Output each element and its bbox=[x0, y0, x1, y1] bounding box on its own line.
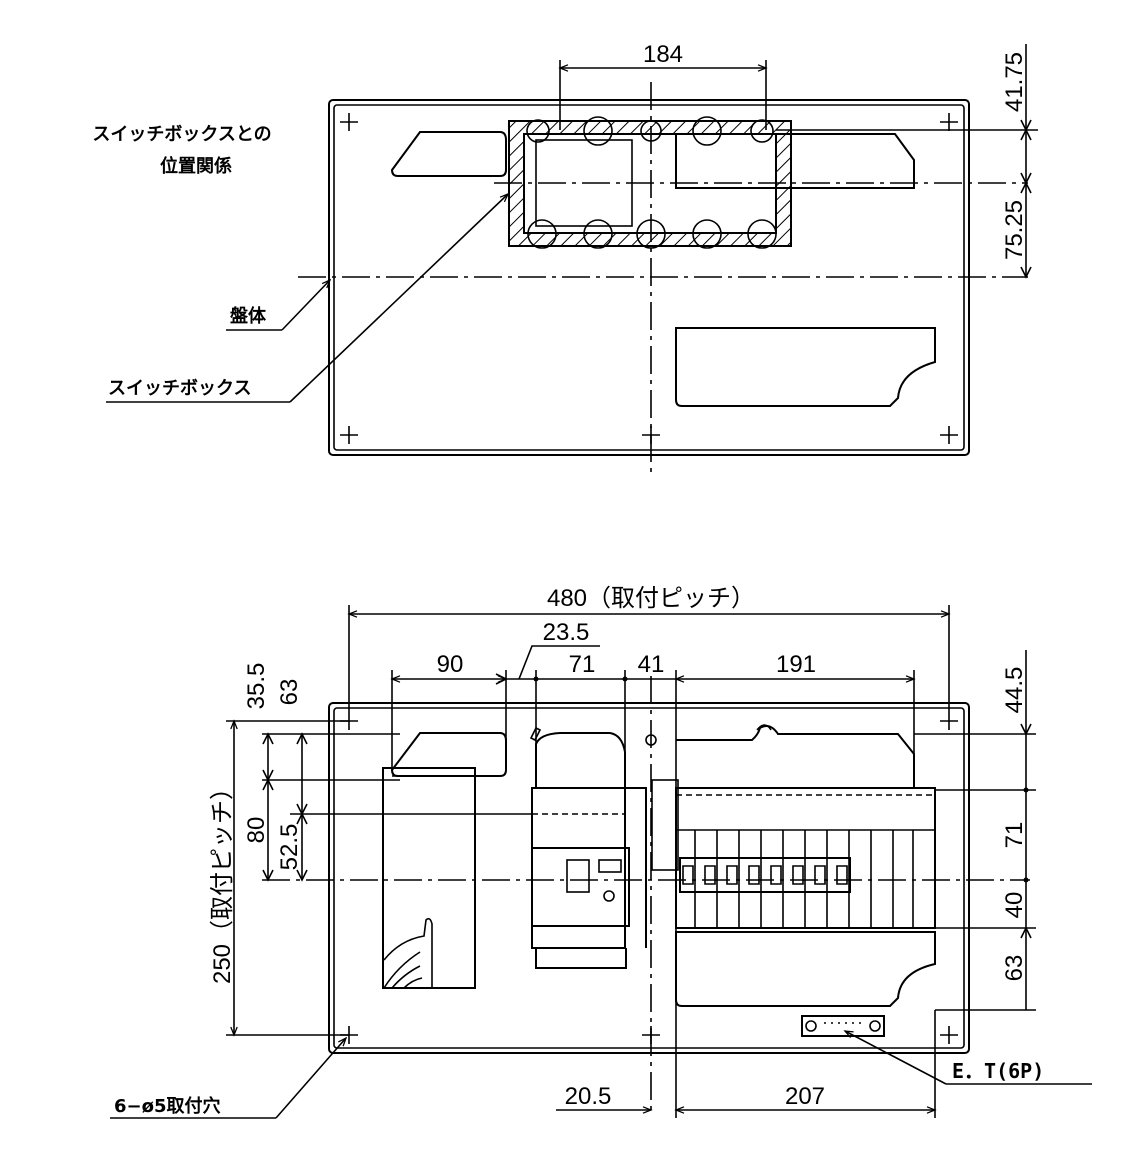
dim-71-top: 71 bbox=[569, 651, 596, 678]
cutout-upper-left bbox=[390, 131, 507, 177]
mount-hole-markers-front bbox=[340, 712, 958, 1044]
dim-184: 184 bbox=[643, 41, 683, 68]
dim-63-right: 63 bbox=[1001, 955, 1028, 982]
dim-52-5: 52.5 bbox=[276, 824, 303, 871]
label-switchbox: スイッチボックス bbox=[108, 378, 251, 399]
dim-191: 191 bbox=[776, 651, 816, 678]
dim-23-5: 23.5 bbox=[543, 619, 590, 646]
dim-90: 90 bbox=[437, 651, 464, 678]
switch-box-knockouts bbox=[526, 116, 777, 249]
caption-line2: 位置関係 bbox=[160, 155, 232, 177]
dim-71-right: 71 bbox=[1001, 822, 1028, 849]
top-view: 184 41.75 75.25 スイッチボックスとの 位置関係 盤体 スイッチボ… bbox=[92, 41, 1038, 476]
panel-outline-front bbox=[328, 702, 970, 1054]
dim-20-5: 20.5 bbox=[565, 1083, 612, 1110]
mount-hole-markers-top bbox=[340, 113, 958, 444]
directory-card bbox=[382, 767, 476, 989]
dim-40: 40 bbox=[1001, 892, 1028, 919]
dim-250: 250（取付ピッチ） bbox=[209, 776, 236, 984]
dim-41: 41 bbox=[638, 651, 665, 678]
dim-63-left: 63 bbox=[276, 679, 303, 706]
main-breaker bbox=[531, 787, 626, 949]
dim-35-5: 35.5 bbox=[243, 663, 270, 710]
cutout-upper-right bbox=[675, 133, 915, 189]
front-view: 480（取付ピッチ） 90 71 41 191 23.5 250（取付ピッチ） … bbox=[110, 585, 1092, 1119]
dim-44-5: 44.5 bbox=[1001, 667, 1028, 714]
branch-breakers bbox=[676, 829, 935, 928]
caption-line1: スイッチボックスとの bbox=[92, 124, 271, 145]
earth-terminal bbox=[801, 1015, 885, 1037]
cutout-lower-right bbox=[675, 327, 936, 407]
dim-80: 80 bbox=[243, 817, 270, 844]
dim-480: 480（取付ピッチ） bbox=[547, 585, 755, 612]
dim-75-25: 75.25 bbox=[1001, 200, 1028, 260]
label-panel: 盤体 bbox=[230, 305, 267, 327]
label-et: E．T(6P) bbox=[952, 1059, 1044, 1083]
dim-41-75: 41.75 bbox=[1001, 52, 1028, 112]
dim-207: 207 bbox=[785, 1083, 825, 1110]
label-mount-holes: 6−ø5取付穴 bbox=[114, 1095, 221, 1117]
